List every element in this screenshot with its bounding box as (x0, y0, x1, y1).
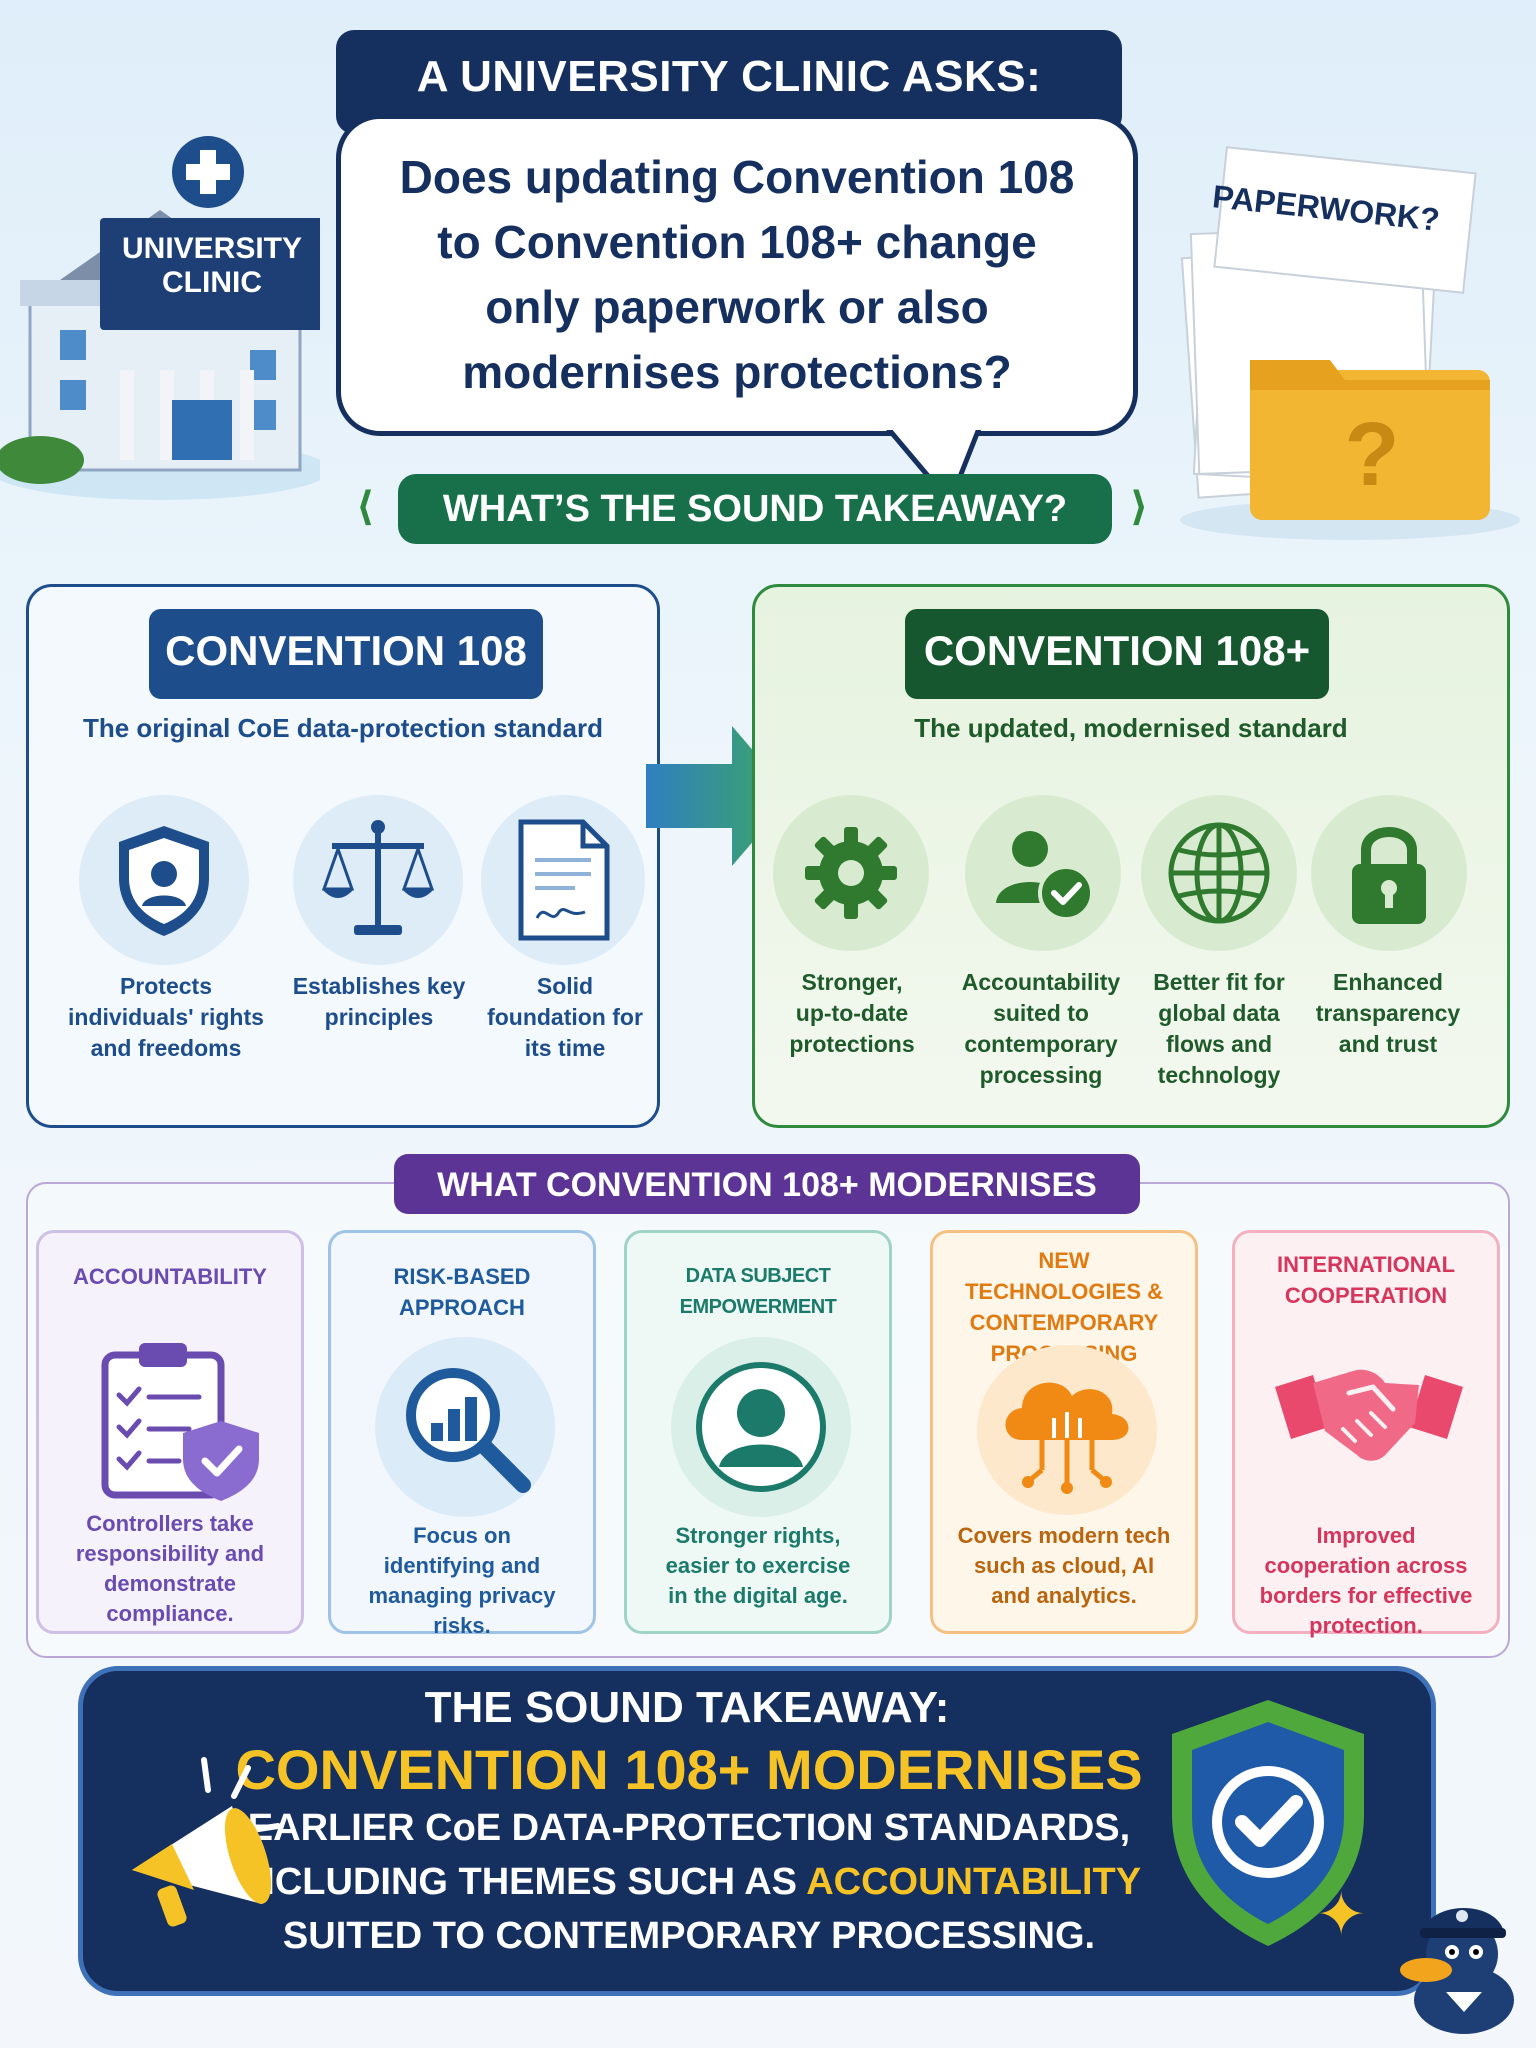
feature-label-stronger: Stronger, up-to-date protections (789, 969, 915, 1057)
card-text-international: Improved cooperation across borders for … (1259, 1523, 1473, 1638)
building-sign-line1: UNIVERSITY (121, 232, 303, 265)
feature-label-accountability: Accountability suited to contemporary pr… (961, 969, 1121, 1088)
spark-left: ⟨ (356, 485, 375, 529)
gear-icon (773, 795, 929, 951)
magnifier-chart-icon (375, 1337, 555, 1517)
feature-label-foundation: Solid foundation for its time (487, 973, 643, 1061)
banner-line2-pre: INCLUDING THEMES SUCH AS (236, 1861, 807, 1903)
convention-108-title: CONVENTION 108 (149, 609, 543, 699)
shield-check-icon (1172, 1700, 1364, 1946)
padlock-icon (1311, 795, 1467, 951)
question-text: Does updating Convention 108 to Conventi… (399, 151, 1075, 398)
shield-person-icon (79, 795, 249, 965)
scales-icon (293, 795, 463, 965)
card-title-empowerment: DATA SUBJECT EMPOWERMENT (679, 1265, 837, 1318)
convention-108-subtitle: The original CoE data-protection standar… (82, 713, 604, 743)
feature-label-protects: Protects individuals' rights and freedom… (68, 973, 264, 1061)
banner-line2: INCLUDING THEMES SUCH AS ACCOUNTABILITY (15, 1861, 1363, 1904)
cloud-circuit-icon (977, 1345, 1157, 1515)
card-text-risk: Focus on identifying and managing privac… (368, 1523, 556, 1638)
banner-line2-highlight: ACCOUNTABILITY (806, 1861, 1142, 1903)
convention-108plus-title: CONVENTION 108+ (905, 609, 1329, 699)
clipboard-shield-icon (101, 1343, 259, 1501)
question-bubble: Does updating Convention 108 to Conventi… (336, 114, 1138, 436)
handshake-icon (1275, 1369, 1463, 1461)
banner-line3: SUITED TO CONTEMPORARY PROCESSING. (282, 1915, 1096, 1957)
feature-label-global: Better fit for global data flows and tec… (1153, 969, 1285, 1088)
feature-label-principles: Establishes key principles (292, 973, 466, 1030)
card-text-accountability: Controllers take responsibility and demo… (75, 1511, 265, 1626)
person-circle-icon (671, 1337, 851, 1517)
card-text-empowerment: Stronger rights, easier to exercise in t… (665, 1523, 851, 1608)
signed-document-icon (481, 795, 645, 965)
spark-right: ⟩ (1130, 485, 1149, 529)
globe-icon (1141, 795, 1297, 951)
card-title-risk: RISK-BASED APPROACH (393, 1264, 531, 1320)
building-sign: UNIVERSITY CLINIC (100, 232, 324, 300)
banner-line1: EARLIER CoE DATA-PROTECTION STANDARDS, (247, 1807, 1131, 1849)
banner-heading: THE SOUND TAKEAWAY: (424, 1683, 950, 1732)
sparkle-icon: ✦ (1316, 1881, 1367, 1948)
card-international-cooperation: INTERNATIONAL COOPERATION Improved coope… (1232, 1230, 1500, 1638)
building-sign-line2: CLINIC (162, 266, 262, 299)
banner-highlight: CONVENTION 108+ MODERNISES (235, 1738, 1143, 1801)
card-data-subject-empowerment: DATA SUBJECT EMPOWERMENT Stronger rights… (624, 1230, 892, 1634)
card-risk-based: RISK-BASED APPROACH Focus on identifying… (328, 1230, 596, 1638)
modernises-title: WHAT CONVENTION 108+ MODERNISES (394, 1154, 1140, 1214)
megaphone-icon (132, 1757, 281, 1927)
university-clinic-building (0, 136, 320, 500)
card-title-accountability: ACCOUNTABILITY (73, 1264, 267, 1289)
svg-text:?: ? (1345, 405, 1400, 505)
person-check-icon (965, 795, 1121, 951)
paper-stack-folder-icon: ? (1180, 146, 1520, 540)
convention-108-panel: CONVENTION 108 The original CoE data-pro… (26, 584, 660, 1128)
duck-mascot-icon (1400, 1908, 1514, 2034)
card-accountability: ACCOUNTABILITY Controllers take responsi… (36, 1230, 304, 1634)
card-title-international: INTERNATIONAL COOPERATION (1276, 1252, 1456, 1308)
card-text-technologies: Covers modern tech such as cloud, AI and… (957, 1523, 1171, 1608)
takeaway-prompt: WHAT’S THE SOUND TAKEAWAY? (398, 474, 1112, 544)
convention-108plus-panel: CONVENTION 108+ The updated, modernised … (752, 584, 1510, 1128)
convention-108plus-subtitle: The updated, modernised standard (914, 713, 1348, 743)
feature-label-transparency: Enhanced transparency and trust (1315, 969, 1461, 1057)
card-new-technologies: NEW TECHNOLOGIES & CONTEMPORARY PROCESSI… (930, 1230, 1198, 1634)
